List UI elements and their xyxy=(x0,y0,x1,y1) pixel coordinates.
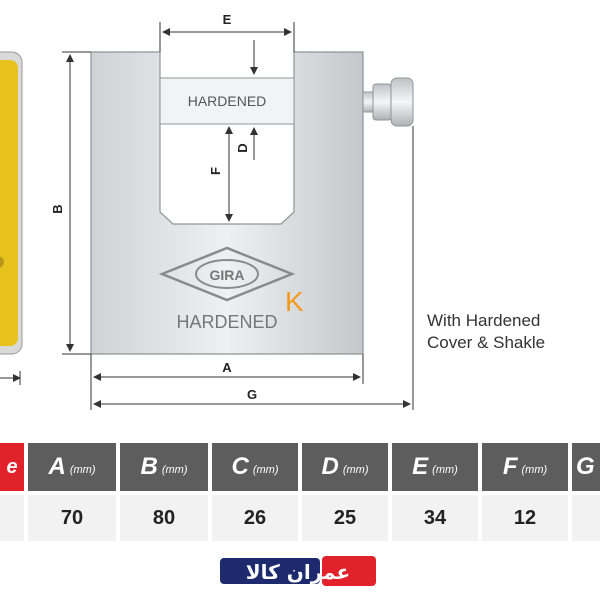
shackle-hardened-stamp: HARDENED xyxy=(188,93,267,109)
lock-pin xyxy=(362,77,414,127)
header-cell-d: D(mm) xyxy=(302,443,388,491)
feature-note: With Hardened Cover & Shakle xyxy=(427,310,545,354)
brand-name: GIRA xyxy=(210,267,245,283)
value-cell-d: 25 xyxy=(302,495,388,541)
value-cell-b: 80 xyxy=(120,495,208,541)
body-hardened-stamp: HARDENED xyxy=(176,312,277,332)
value-cell-a: 70 xyxy=(28,495,116,541)
dimension-e-label: E xyxy=(223,12,232,27)
header-cell-partial: e xyxy=(0,443,24,491)
dimension-f-label: F xyxy=(208,167,223,175)
dimension-e: E xyxy=(159,12,295,52)
table-value-row: 70 80 26 25 34 12 xyxy=(0,495,600,541)
padlock-technical-drawing: HARDENED GIRA HARDENED K E D F B xyxy=(0,12,414,410)
value-cell-partial xyxy=(0,495,24,541)
feature-note-line-1: With Hardened xyxy=(427,311,541,330)
dimensions-table: e A(mm) B(mm) C(mm) D(mm) E(mm) F(mm) G … xyxy=(0,443,600,543)
dimension-b-label: B xyxy=(50,204,65,213)
header-cell-b: B(mm) xyxy=(120,443,208,491)
dimension-a-label: A xyxy=(222,360,232,375)
store-logo: عمران کالا xyxy=(220,556,376,586)
store-logo-text: عمران کالا xyxy=(246,560,350,584)
dimension-a: A xyxy=(90,354,364,410)
dimension-g: G xyxy=(93,126,414,410)
header-cell-f: F(mm) xyxy=(482,443,568,491)
dimension-d-label: D xyxy=(235,143,250,152)
value-cell-c: 26 xyxy=(212,495,298,541)
overlay-letter-k: K xyxy=(285,286,304,317)
header-cell-e: E(mm) xyxy=(392,443,478,491)
dimension-g-label: G xyxy=(247,387,257,402)
brand-emblem: GIRA HARDENED K xyxy=(158,246,304,332)
header-cell-c: C(mm) xyxy=(212,443,298,491)
header-cell-g: G xyxy=(572,443,600,491)
dimension-b: B xyxy=(50,51,91,355)
dimension-f: F xyxy=(208,126,233,222)
dimension-d: D xyxy=(235,40,258,160)
side-view xyxy=(0,51,23,385)
lock-body: HARDENED xyxy=(90,51,364,355)
table-header-row: e A(mm) B(mm) C(mm) D(mm) E(mm) F(mm) G xyxy=(0,443,600,491)
header-cell-a: A(mm) xyxy=(28,443,116,491)
value-cell-g xyxy=(572,495,600,541)
value-cell-e: 34 xyxy=(392,495,478,541)
value-cell-f: 12 xyxy=(482,495,568,541)
feature-note-line-2: Cover & Shakle xyxy=(427,333,546,352)
